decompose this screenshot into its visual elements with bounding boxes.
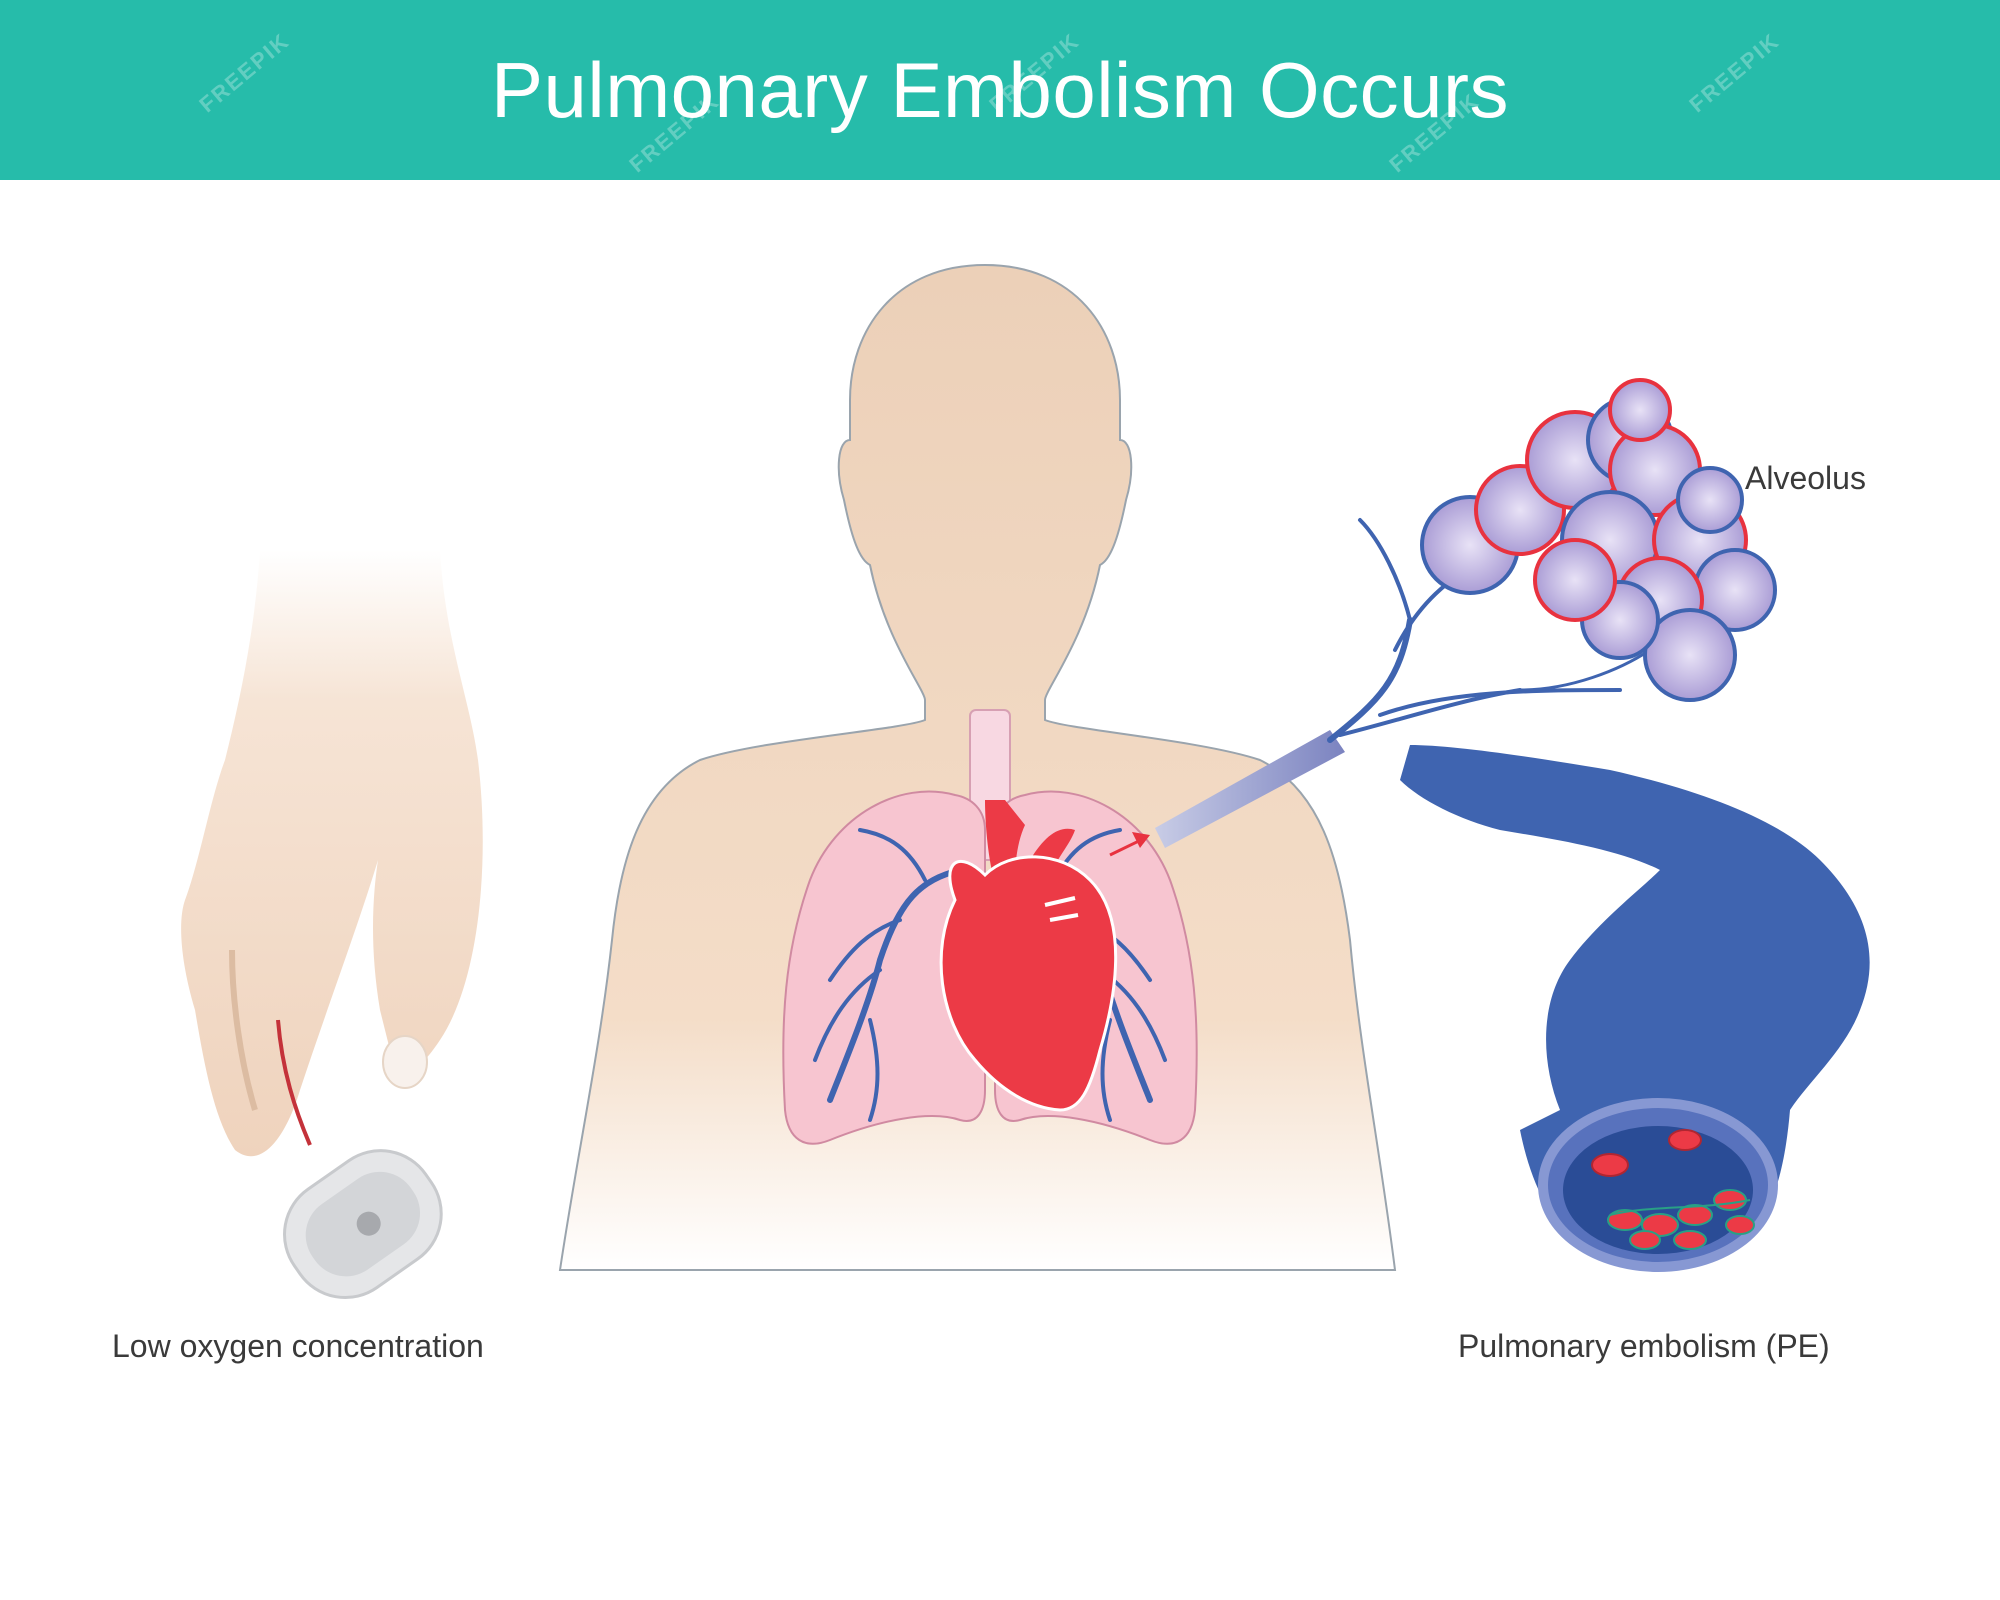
blood-vessel [1400, 745, 1870, 1272]
header-background [0, 0, 2000, 180]
heart [939, 800, 1118, 1112]
blood-clot [1591, 1129, 1755, 1250]
alveolus-cluster [1420, 378, 1777, 702]
hand-illustration [181, 550, 483, 1300]
pulse-oximeter-icon [283, 1149, 443, 1300]
low-oxygen-label: Low oxygen concentration [112, 1328, 484, 1364]
zoom-tube [1155, 730, 1345, 848]
alveolus-label: Alveolus [1745, 460, 1866, 496]
fingernail [382, 1035, 428, 1089]
title-banner: Pulmonary Embolism Occurs [0, 0, 2000, 180]
pulmonary-embolism-label: Pulmonary embolism (PE) [1458, 1328, 1830, 1364]
arrow-to-zoom [1109, 832, 1150, 857]
page-title: Pulmonary Embolism Occurs [490, 45, 1510, 134]
